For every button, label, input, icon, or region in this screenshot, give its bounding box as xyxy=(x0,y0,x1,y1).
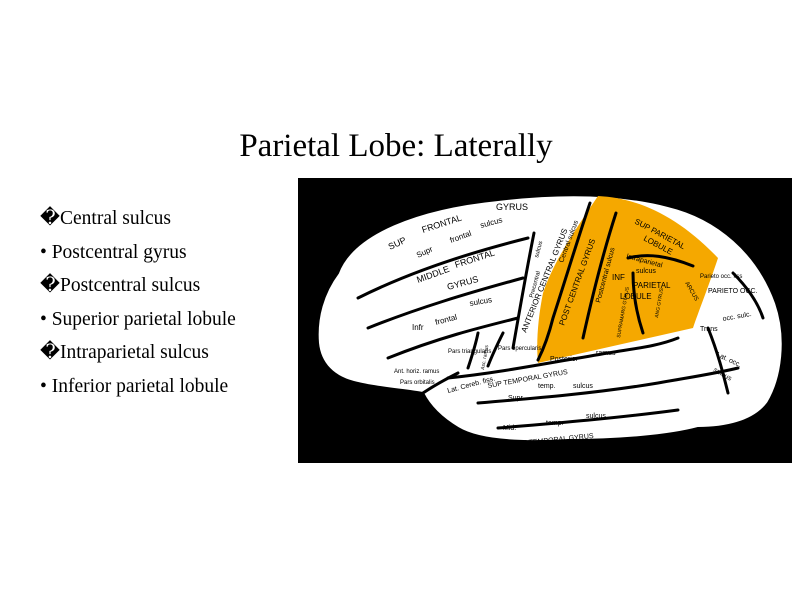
bullet-postcentral-sulcus: �Postcentral sulcus xyxy=(40,275,201,296)
label-sulcus-c: sulcus xyxy=(534,241,544,259)
label-temp: temp. xyxy=(538,383,556,390)
label-sulcus-t2: sulcus xyxy=(586,413,606,420)
label-pars-triangularis: Pars triangularis xyxy=(448,349,491,355)
bullet-superior-parietal-lobule: • Superior parietal lobule xyxy=(40,308,236,330)
brain-labels: GYRUS FRONTAL sulcus SUP Supr frontal MI… xyxy=(387,202,758,448)
brain-lateral-diagram: GYRUS FRONTAL sulcus SUP Supr frontal MI… xyxy=(298,178,792,463)
bullet-inferior-parietal-lobule: • Inferior parietal lobule xyxy=(40,375,229,397)
label-mid: Mid. xyxy=(503,425,516,432)
label-gyrus-top: GYRUS xyxy=(496,202,528,212)
label-asc-ramus: Asc. ramus xyxy=(480,344,490,370)
parietal-region-highlight xyxy=(537,196,718,363)
label-infr: Infr xyxy=(412,323,424,332)
label-ant-horiz-ramus: Ant. horiz. ramus xyxy=(394,369,439,375)
label-occ-sulc: occ. sulc. xyxy=(722,311,752,323)
bullet-central-sulcus: �Central sulcus xyxy=(40,208,172,229)
label-trans: Trans xyxy=(700,326,718,333)
slide-title: Parietal Lobe: Laterally xyxy=(239,128,553,164)
label-parietal: PARIETAL xyxy=(633,281,671,290)
label-inf: INF xyxy=(612,273,625,282)
sulci-lines xyxy=(356,201,765,430)
label-lobule-inf: LOBULE xyxy=(620,292,652,301)
label-posterior: Posterior xyxy=(550,356,579,363)
label-pars-orbitalis: Pars orbitalis xyxy=(400,380,435,386)
bullet-intraparietal-sulcus: �Intraparietal sulcus xyxy=(40,342,209,363)
label-sulcus-t: sulcus xyxy=(573,383,593,390)
label-sulcus-b: sulcus xyxy=(469,295,493,308)
label-pars-opercularis: Pars opercularis xyxy=(498,346,541,352)
label-supr-t: Supr xyxy=(508,395,523,402)
label-parieto-occ-fiss: Parieto occ. fiss xyxy=(700,274,742,280)
label-parieto-occ: PARIETO OCC. xyxy=(708,288,758,295)
bullet-postcentral-gyrus: • Postcentral gyrus xyxy=(40,241,187,263)
label-ang: ANG GYRUS xyxy=(654,287,665,318)
bullet-list: �Central sulcus • Postcentral gyrus �Pos… xyxy=(40,202,290,403)
label-temp-b: temp. xyxy=(546,420,564,427)
label-ramus: ramus xyxy=(596,350,616,357)
label-sulcus-ip: sulcus xyxy=(636,268,656,275)
